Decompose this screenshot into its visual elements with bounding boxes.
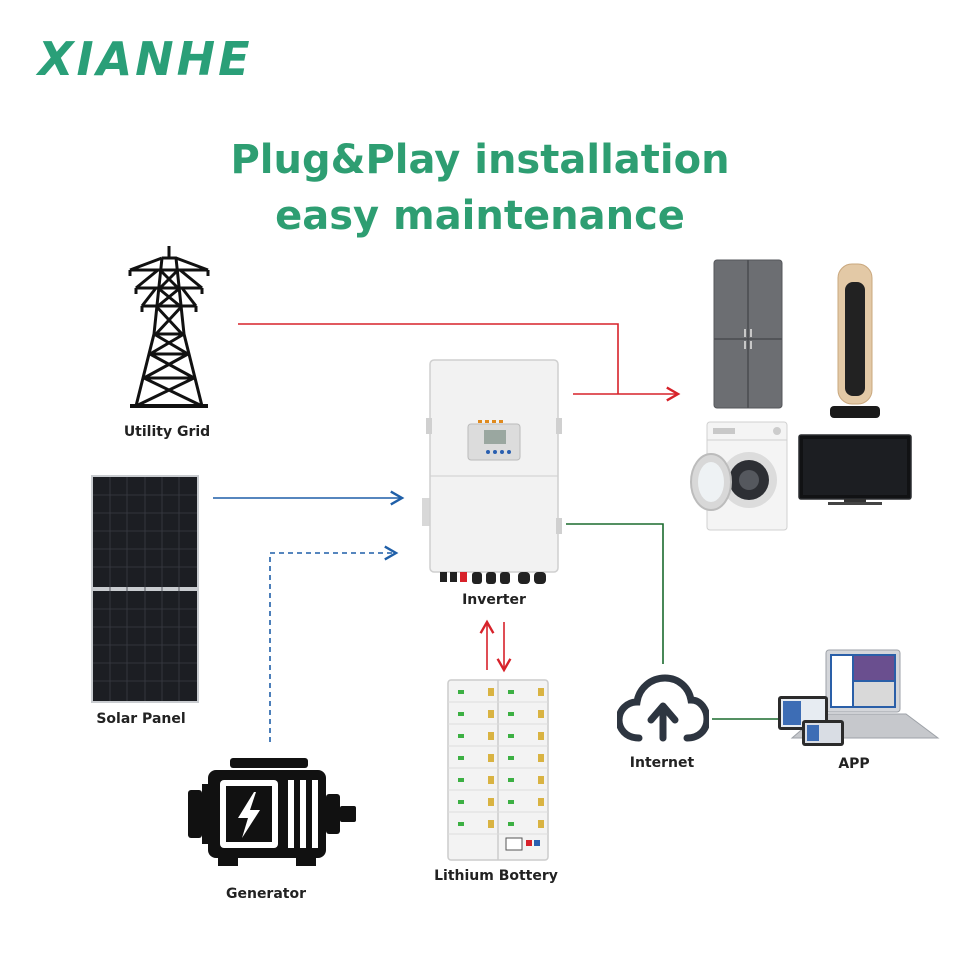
solar-panel-label: Solar Panel xyxy=(96,711,186,727)
tower-fan-icon xyxy=(830,263,880,418)
washing-machine-icon xyxy=(690,421,788,531)
app-label: APP xyxy=(838,756,870,772)
generator-label: Generator xyxy=(225,886,306,902)
utility-grid-label: Utility Grid xyxy=(123,424,211,440)
internet-label: Internet xyxy=(629,755,695,771)
refrigerator-icon xyxy=(713,259,783,409)
generator-icon xyxy=(188,758,356,866)
headline-line2: easy maintenance xyxy=(275,193,685,239)
app-devices-icon xyxy=(778,649,940,746)
inverter-to-internet-line xyxy=(566,523,664,664)
internet-cloud-icon xyxy=(617,674,709,742)
brand-logo: XIANHE xyxy=(38,32,253,86)
grid-to-loads-line xyxy=(238,323,619,394)
headline-line1: Plug&Play installation xyxy=(230,137,730,183)
generator-to-inverter-line xyxy=(269,545,399,742)
inverter-label: Inverter xyxy=(462,592,526,608)
lithium-battery-icon xyxy=(447,679,549,861)
inverter-device xyxy=(422,359,562,584)
lithium-battery-label: Lithium Bottery xyxy=(434,868,558,884)
television-icon xyxy=(798,434,912,505)
utility-grid-icon xyxy=(128,246,210,408)
solar-panel-icon xyxy=(91,475,199,703)
